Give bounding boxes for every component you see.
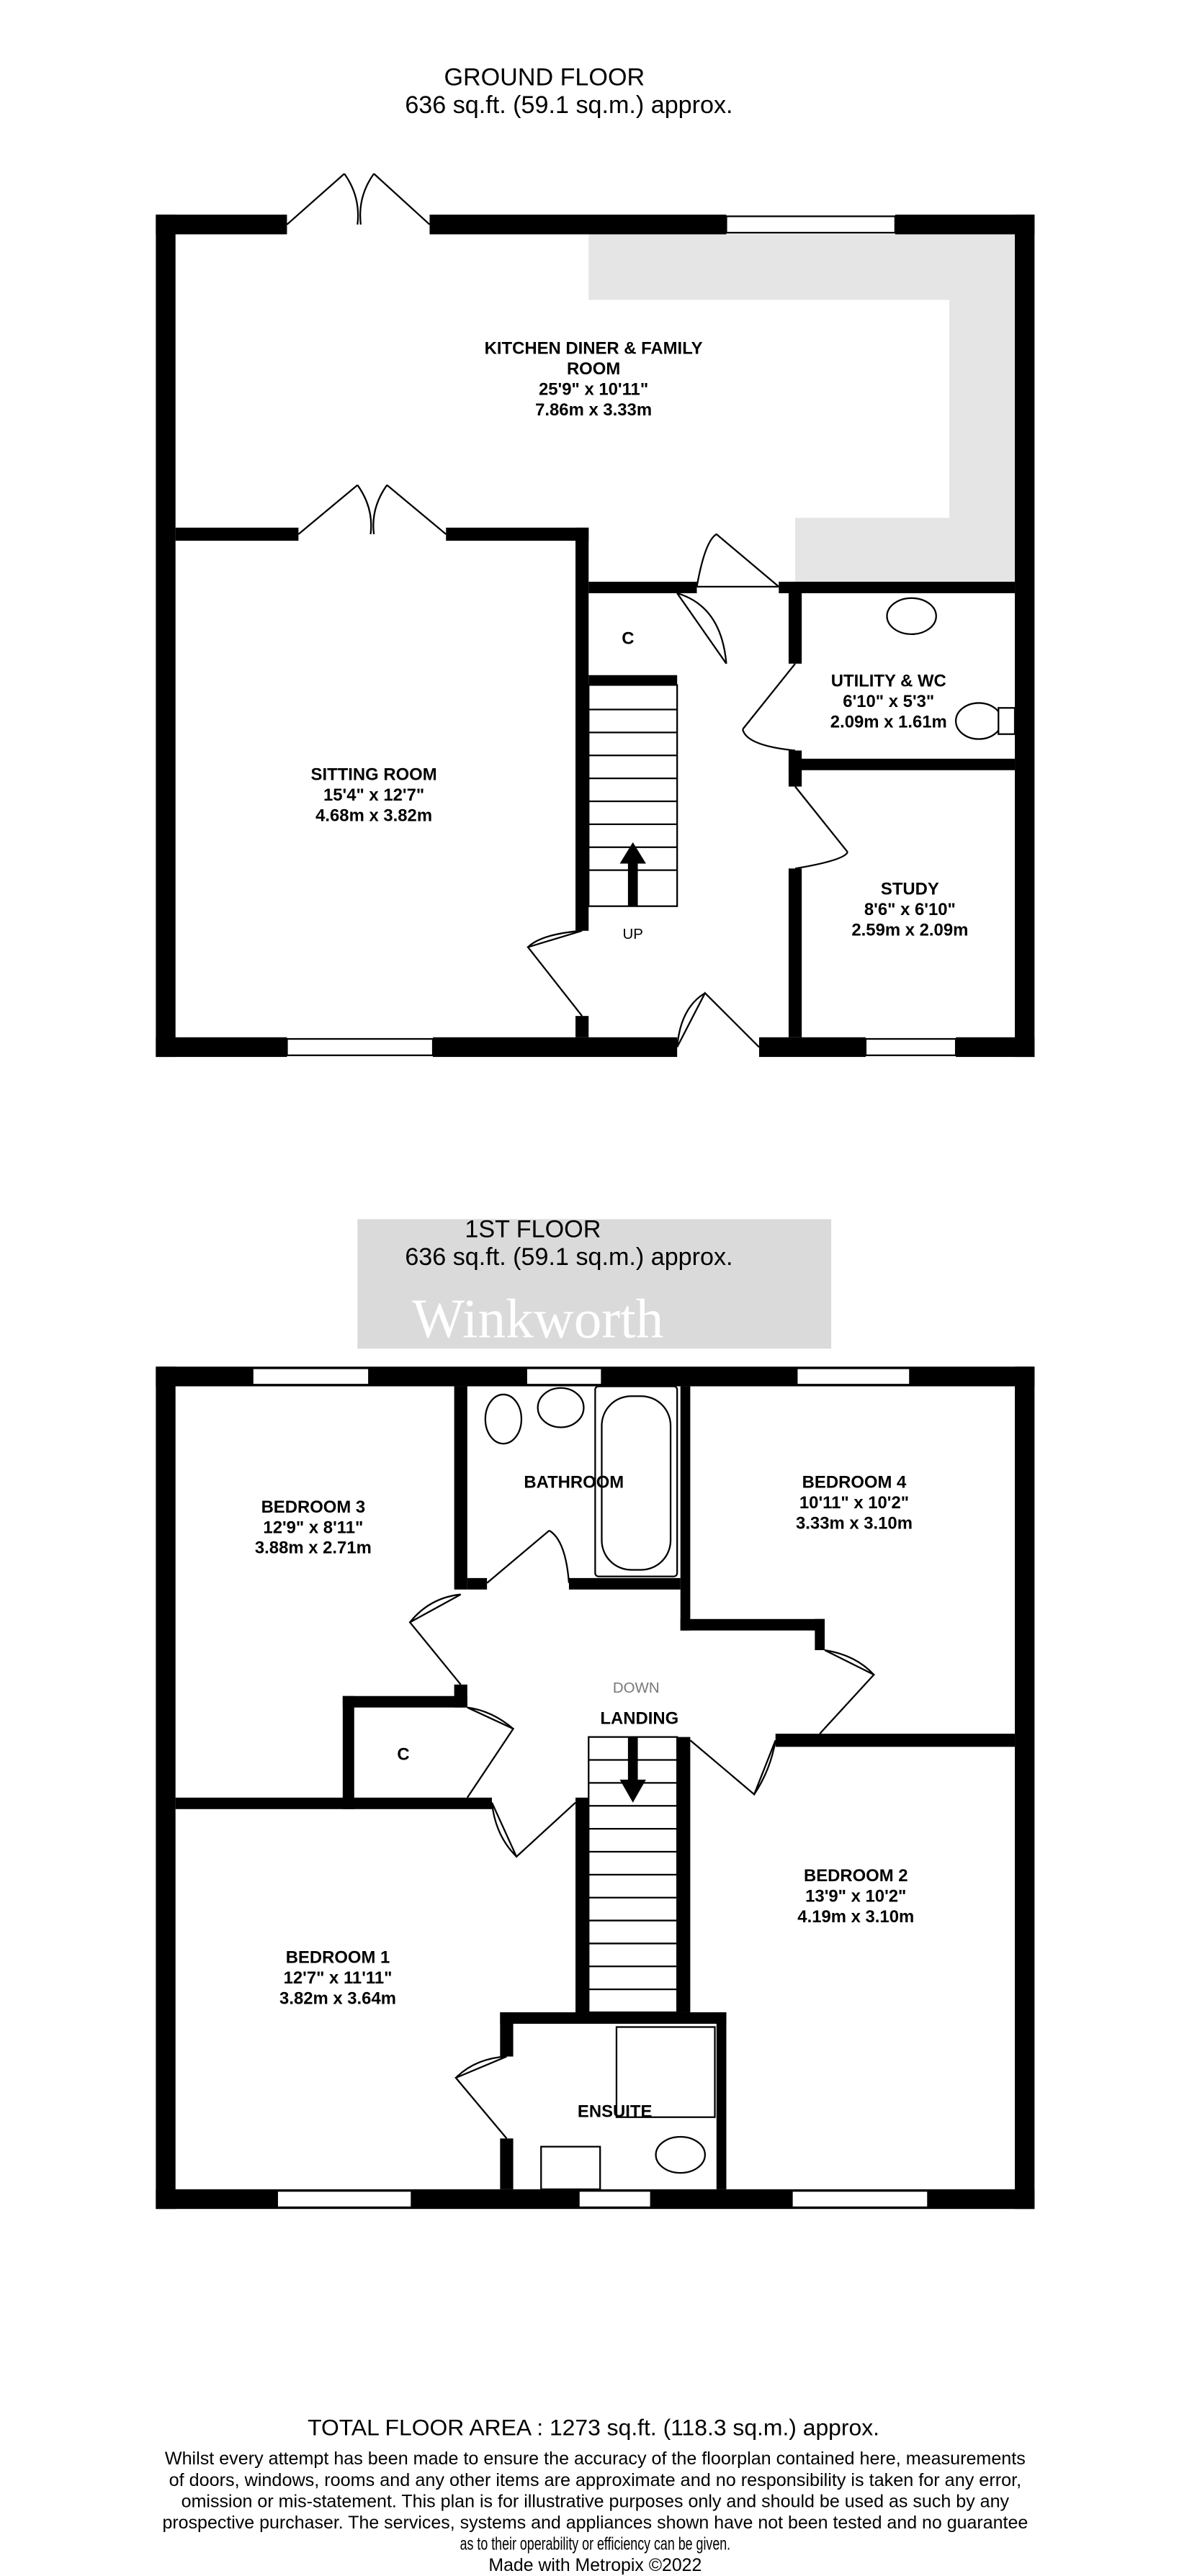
stairs-down-label: DOWN bbox=[613, 1680, 660, 1696]
room-sitting-room: SITTING ROOM 15'4" x 12'7" 4.68m x 3.82m bbox=[311, 765, 437, 825]
staircase bbox=[588, 684, 678, 907]
window bbox=[725, 215, 897, 234]
room-name: ROOM bbox=[567, 359, 620, 379]
ground-floor-header: GROUND FLOOR 636 sq.ft. (59.1 sq.m.) app… bbox=[405, 63, 732, 119]
room-bedroom-4: BEDROOM 4 10'11" x 10'2" 3.33m x 3.10m bbox=[796, 1473, 913, 1534]
room-dimensions-metric: 4.68m x 3.82m bbox=[315, 806, 432, 825]
room-name: KITCHEN DINER & FAMILY bbox=[485, 339, 703, 359]
total-floor-area: TOTAL FLOOR AREA : 1273 sq.ft. (118.3 sq… bbox=[308, 2414, 879, 2440]
room-dimensions-metric: 3.88m x 2.71m bbox=[255, 1539, 372, 1558]
room-bedroom-3: BEDROOM 3 12'9" x 8'11" 3.88m x 2.71m bbox=[255, 1498, 372, 1558]
room-dimensions-metric: 4.19m x 3.10m bbox=[797, 1907, 914, 1927]
toilet-icon bbox=[484, 1393, 523, 1445]
room-name: STUDY bbox=[881, 880, 939, 899]
room-dimensions-imperial: 15'4" x 12'7" bbox=[323, 785, 424, 805]
kitchen-shaded-area bbox=[588, 234, 1016, 582]
room-landing: LANDING bbox=[600, 1708, 678, 1728]
window bbox=[578, 2189, 652, 2209]
stairs-up-label: UP bbox=[622, 926, 642, 942]
shower-icon bbox=[615, 2026, 716, 2118]
watermark-box bbox=[357, 1219, 832, 1349]
window bbox=[276, 2189, 413, 2209]
cupboard-label: C bbox=[397, 1745, 409, 1765]
disclaimer-line: as to their operability or efficiency ca… bbox=[460, 2534, 731, 2554]
room-name: SITTING ROOM bbox=[311, 765, 437, 784]
room-name: BEDROOM 2 bbox=[804, 1866, 908, 1886]
room-ensuite: ENSUITE bbox=[578, 2102, 652, 2122]
room-name: BEDROOM 3 bbox=[261, 1498, 366, 1517]
room-dimensions-imperial: 25'9" x 10'11" bbox=[539, 380, 648, 400]
room-name: BEDROOM 4 bbox=[802, 1473, 907, 1492]
window bbox=[251, 1367, 370, 1386]
disclaimer-line: of doors, windows, rooms and any other i… bbox=[169, 2470, 1022, 2490]
first-floor-header: Winkworth 1ST FLOOR 636 sq.ft. (59.1 sq.… bbox=[357, 1215, 832, 1349]
window bbox=[286, 1037, 434, 1056]
wc-fixtures bbox=[886, 597, 1016, 740]
room-dimensions-metric: 2.59m x 2.09m bbox=[851, 921, 968, 940]
room-study: STUDY 8'6" x 6'10" 2.59m x 2.09m bbox=[851, 880, 968, 940]
room-dimensions-imperial: 6'10" x 5'3" bbox=[843, 692, 934, 711]
room-dimensions-imperial: 12'9" x 8'11" bbox=[263, 1518, 363, 1537]
basin-icon bbox=[886, 597, 937, 635]
watermark-logo: Winkworth bbox=[412, 1287, 663, 1349]
room-dimensions-imperial: 12'7" x 11'11" bbox=[284, 1968, 393, 1988]
basin-icon bbox=[537, 1387, 585, 1428]
ground-floor-plan: KITCHEN DINER & FAMILY ROOM 25'9" x 10'1… bbox=[156, 173, 1035, 1058]
window bbox=[525, 1367, 603, 1386]
room-name: UTILITY & WC bbox=[831, 672, 946, 691]
room-dimensions-imperial: 8'6" x 6'10" bbox=[864, 900, 956, 919]
basin-icon bbox=[540, 2145, 601, 2190]
bathroom-fixtures bbox=[484, 1385, 716, 2190]
disclaimer-line: Whilst every attempt has been made to en… bbox=[165, 2449, 1026, 2469]
first-floor-area: 636 sq.ft. (59.1 sq.m.) approx. bbox=[405, 1243, 732, 1271]
room-utility-wc: UTILITY & WC 6'10" x 5'3" 2.09m x 1.61m bbox=[830, 672, 947, 732]
room-dimensions-metric: 7.86m x 3.33m bbox=[535, 400, 652, 420]
doors bbox=[286, 173, 848, 1048]
first-floor-title: 1ST FLOOR bbox=[465, 1215, 601, 1243]
disclaimer-line: omission or mis-statement. This plan is … bbox=[182, 2491, 1010, 2511]
toilet-icon bbox=[954, 702, 1003, 740]
room-bedroom-1: BEDROOM 1 12'7" x 11'11" 3.82m x 3.64m bbox=[279, 1948, 396, 2009]
window bbox=[796, 1367, 911, 1386]
window bbox=[864, 1037, 957, 1056]
ground-floor-title: GROUND FLOOR bbox=[444, 63, 645, 91]
room-bathroom: BATHROOM bbox=[524, 1473, 624, 1492]
room-kitchen-diner-family: KITCHEN DINER & FAMILY ROOM 25'9" x 10'1… bbox=[485, 339, 703, 420]
toilet-icon bbox=[655, 2135, 706, 2174]
credit: Made with Metropix ©2022 bbox=[488, 2555, 702, 2575]
staircase bbox=[588, 1736, 678, 2014]
window bbox=[791, 2189, 929, 2209]
disclaimer-line: prospective purchaser. The services, sys… bbox=[162, 2513, 1028, 2533]
doors bbox=[408, 1529, 876, 2140]
room-dimensions-metric: 3.82m x 3.64m bbox=[279, 1989, 396, 2009]
footer: TOTAL FLOOR AREA : 1273 sq.ft. (118.3 sq… bbox=[162, 2414, 1028, 2575]
room-dimensions-metric: 2.09m x 1.61m bbox=[830, 713, 947, 732]
room-bedroom-2: BEDROOM 2 13'9" x 10'2" 4.19m x 3.10m bbox=[797, 1866, 914, 1927]
room-dimensions-imperial: 13'9" x 10'2" bbox=[805, 1886, 906, 1906]
room-dimensions-metric: 3.33m x 3.10m bbox=[796, 1514, 913, 1534]
first-floor-plan: BEDROOM 3 12'9" x 8'11" 3.88m x 2.71m BA… bbox=[156, 1366, 1035, 2210]
ground-floor-area: 636 sq.ft. (59.1 sq.m.) approx. bbox=[405, 91, 732, 119]
room-name: BEDROOM 1 bbox=[286, 1948, 390, 1968]
cupboard-label: C bbox=[622, 629, 634, 649]
room-dimensions-imperial: 10'11" x 10'2" bbox=[799, 1493, 909, 1513]
